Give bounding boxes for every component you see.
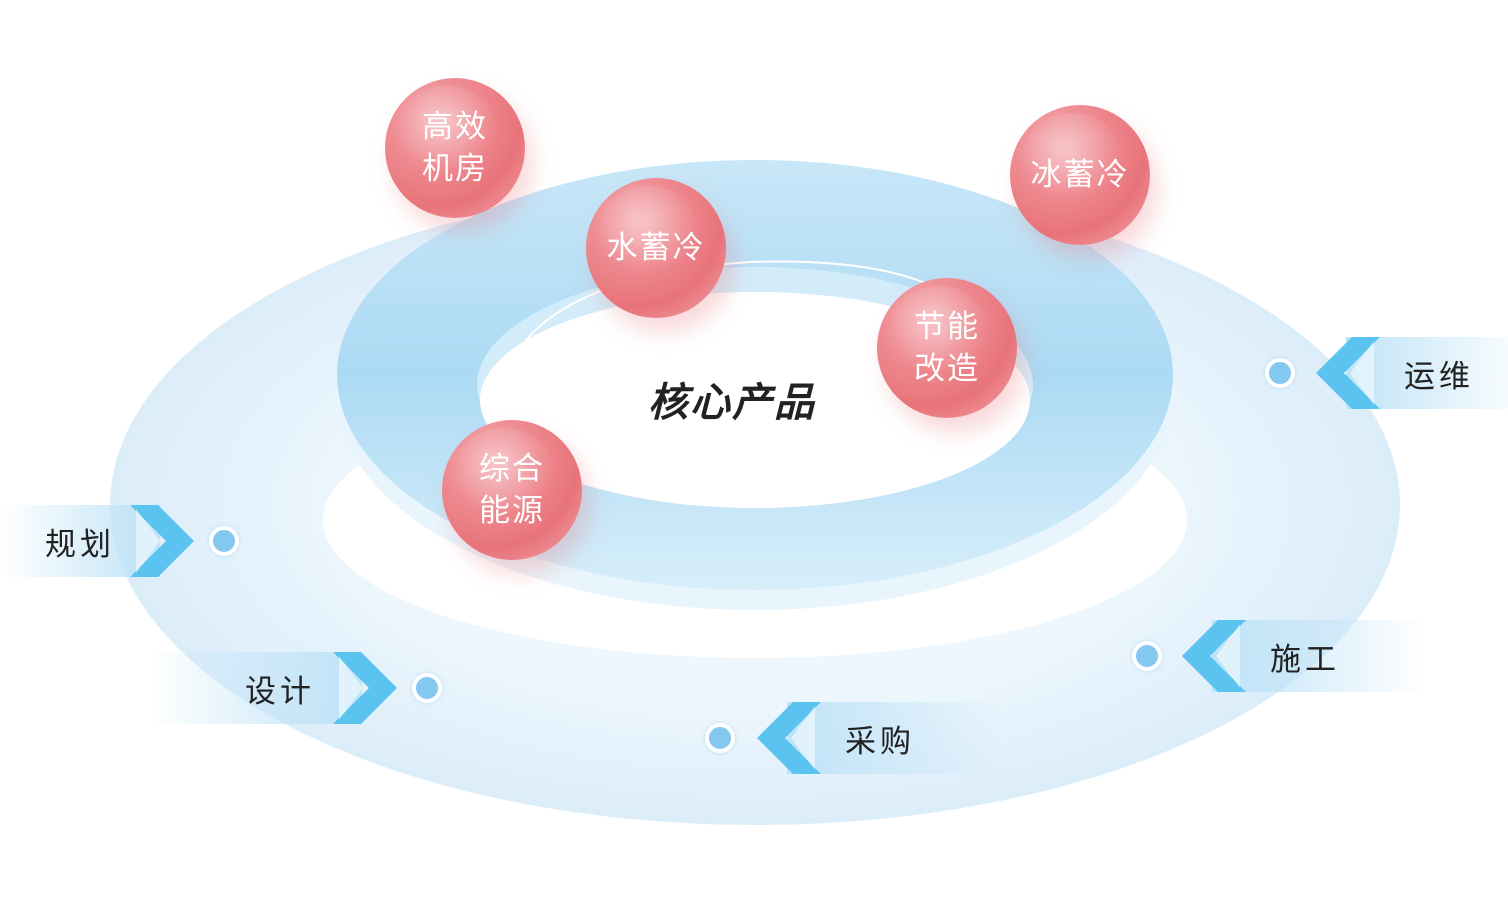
stage-construction[interactable]: 施工 xyxy=(1182,620,1427,692)
center-title: 核心产品 xyxy=(648,380,816,426)
product-integrated-energy[interactable]: 综合 能源 xyxy=(442,420,582,560)
product-label: 节能 xyxy=(914,309,980,345)
chevron-left-icon xyxy=(757,702,821,774)
chevron-right-icon xyxy=(130,505,194,577)
product-label: 综合 xyxy=(479,451,545,487)
stage-label: 规划 xyxy=(45,526,115,563)
product-label: 冰蓄冷 xyxy=(1030,157,1130,193)
product-label: 改造 xyxy=(914,351,980,387)
stage-procurement[interactable]: 采购 xyxy=(757,702,1002,774)
stage-label: 施工 xyxy=(1270,641,1340,678)
stage-dot xyxy=(705,723,735,753)
product-label: 能源 xyxy=(479,493,545,529)
product-efficient-machine-room[interactable]: 高效 机房 xyxy=(385,78,525,218)
product-label: 水蓄冷 xyxy=(606,230,706,266)
stage-label: 设计 xyxy=(245,673,315,710)
chevron-left-icon xyxy=(1316,337,1380,409)
product-energy-saving-retrofit[interactable]: 节能 改造 xyxy=(877,278,1017,418)
product-label: 高效 xyxy=(422,109,488,145)
stage-dot xyxy=(1265,358,1295,388)
product-label: 机房 xyxy=(422,151,488,187)
product-ice-storage-cooling[interactable]: 冰蓄冷 xyxy=(1010,105,1150,245)
stage-operations[interactable]: 运维 xyxy=(1316,337,1508,409)
stage-dot xyxy=(412,673,442,703)
stage-label: 采购 xyxy=(845,723,915,760)
chevron-left-icon xyxy=(1182,620,1246,692)
product-water-storage-cooling[interactable]: 水蓄冷 xyxy=(586,178,726,318)
stage-dot xyxy=(1132,641,1162,671)
stage-planning[interactable]: 规划 xyxy=(0,505,195,577)
chevron-right-icon xyxy=(333,652,397,724)
stage-dot xyxy=(209,526,239,556)
stage-label: 运维 xyxy=(1404,358,1474,395)
stage-design[interactable]: 设计 xyxy=(150,652,398,724)
